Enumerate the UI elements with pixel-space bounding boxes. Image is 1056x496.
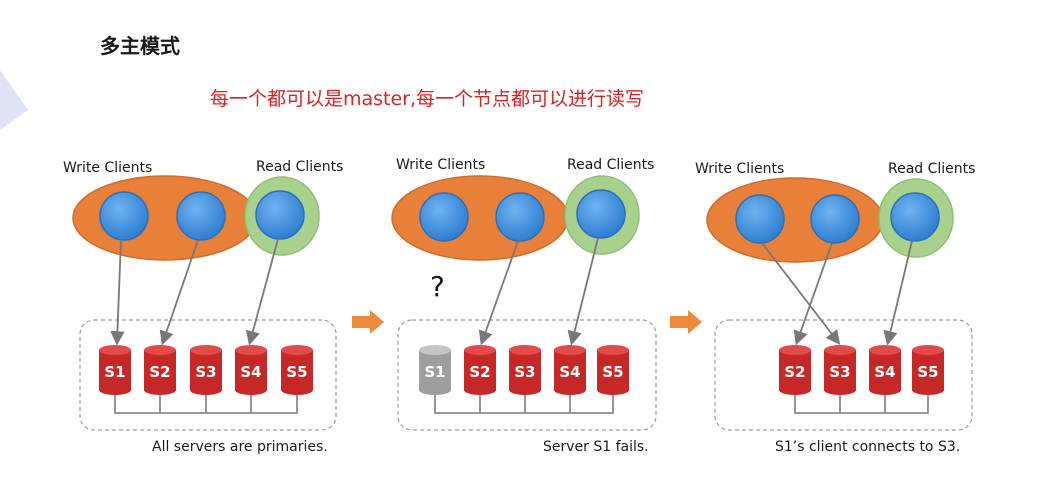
server-S3: S3 [509, 345, 541, 395]
server-S4: S4 [869, 345, 901, 395]
server-label: S3 [829, 363, 850, 381]
server-label: S4 [240, 363, 261, 381]
server-S3: S3 [190, 345, 222, 395]
write-clients-label: Write Clients [63, 160, 152, 176]
server-cluster-box [397, 319, 657, 431]
connection-arrow [761, 242, 841, 345]
panel-caption: All servers are primaries. [152, 439, 328, 455]
server-label: S1 [104, 363, 125, 381]
panel-caption: S1’s client connects to S3. [775, 439, 960, 455]
server-label: S1 [424, 363, 445, 381]
server-S5: S5 [281, 345, 313, 395]
server-S3: S3 [824, 345, 856, 395]
server-S2: S2 [779, 345, 811, 395]
server-bus [434, 390, 614, 414]
server-cluster-box [79, 319, 337, 431]
write-client-1 [99, 191, 149, 241]
write-client-2 [810, 194, 860, 244]
connection-arrow [793, 242, 833, 346]
server-S4: S4 [235, 345, 267, 395]
write-client-2 [495, 192, 545, 242]
server-label: S2 [469, 363, 490, 381]
server-bus [794, 390, 929, 414]
server-label: S3 [514, 363, 535, 381]
read-client-1 [890, 192, 940, 242]
server-S5: S5 [597, 345, 629, 395]
panel-caption: Server S1 fails. [543, 439, 649, 455]
step-arrow [670, 310, 702, 334]
server-S2: S2 [464, 345, 496, 395]
panel-server-fails: Write Clients Read Clients ? S1 S2 [391, 157, 657, 455]
server-label: S4 [874, 363, 895, 381]
server-S4: S4 [554, 345, 586, 395]
server-label: S2 [149, 363, 170, 381]
write-client-1 [419, 192, 469, 242]
write-clients-label: Write Clients [396, 157, 485, 173]
read-clients-label: Read Clients [256, 159, 343, 175]
read-clients-label: Read Clients [888, 161, 975, 177]
connection-arrow [110, 239, 125, 346]
connection-arrow [883, 240, 913, 346]
server-label: S5 [602, 363, 623, 381]
server-S5: S5 [912, 345, 944, 395]
step-arrow [352, 310, 384, 334]
server-label: S2 [784, 363, 805, 381]
connection-arrow [478, 240, 519, 346]
panel-all-primaries: Write Clients Read Clients S1 S2 [63, 159, 343, 455]
server-label: S4 [559, 363, 580, 381]
connection-arrow [245, 238, 279, 346]
server-S1-failed: S1 [419, 345, 451, 395]
write-clients-label: Write Clients [695, 161, 784, 177]
write-client-1 [735, 194, 785, 244]
read-clients-label: Read Clients [567, 157, 654, 173]
read-client-1 [255, 190, 305, 240]
write-client-2 [176, 191, 226, 241]
server-label: S3 [195, 363, 216, 381]
server-label: S5 [286, 363, 307, 381]
question-mark: ? [430, 270, 445, 303]
read-client-1 [576, 189, 626, 239]
connection-arrow [159, 239, 199, 346]
panel-client-reconnects: Write Clients Read Clients S2 S3 [695, 161, 975, 455]
corner-decoration [0, 70, 28, 130]
page-title: 多主模式 [100, 34, 180, 58]
connection-arrow [567, 237, 599, 346]
server-S1: S1 [99, 345, 131, 395]
server-cluster-box [714, 319, 973, 431]
server-S2: S2 [144, 345, 176, 395]
subtitle: 每一个都可以是master,每一个节点都可以进行读写 [210, 88, 645, 110]
server-label: S5 [917, 363, 938, 381]
